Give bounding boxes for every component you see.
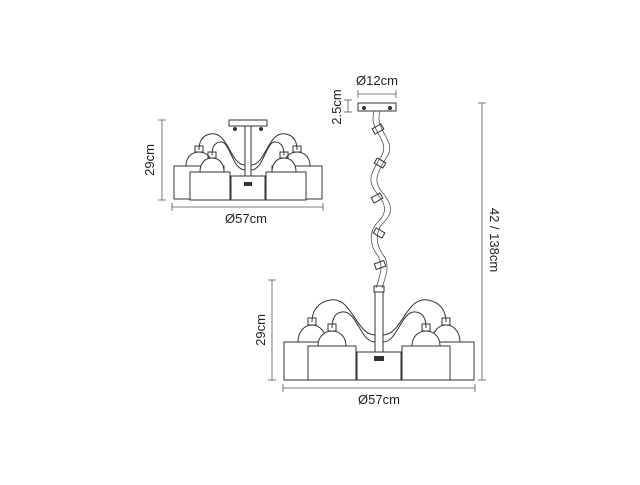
pendant-body-height-dimension: 29cm	[253, 279, 276, 381]
semi-flush-diameter-label: Ø57cm	[225, 211, 267, 226]
pendant-total-height-dimension: 42 / 138cm	[478, 102, 502, 381]
semi-flush-arm	[250, 133, 298, 166]
semi-flush-fitting	[173, 119, 323, 201]
pendant-plate-diameter-dimension: Ø12cm	[356, 73, 398, 98]
semi-flush-diameter-dimension: Ø57cm	[171, 203, 324, 226]
pendant-plate-height-label: 2.5cm	[329, 89, 344, 124]
semi-flush-shade	[230, 175, 266, 201]
semi-flush-arm	[250, 141, 285, 171]
pendant-body-height-label: 29cm	[253, 314, 268, 346]
pendant-arm	[382, 299, 447, 336]
pendant-chain	[370, 110, 391, 289]
pendant-total-height-label: 42 / 138cm	[487, 208, 502, 272]
pendant-arm	[382, 311, 427, 343]
pendant-plate-diameter-label: Ø12cm	[356, 73, 398, 88]
semi-flush-height-dimension: 29cm	[142, 119, 166, 201]
semi-flush-ceiling-plate	[228, 119, 268, 127]
semi-flush-height-label: 29cm	[142, 144, 157, 176]
semi-flush-arm	[211, 141, 246, 171]
pendant-diameter-label: Ø57cm	[358, 392, 400, 407]
pendant-ceiling-plate	[357, 102, 397, 112]
pendant-plate-height-dimension: 2.5cm	[329, 89, 352, 125]
pendant-arm	[311, 299, 376, 336]
pendant-fitting	[283, 102, 475, 381]
pendant-arm	[331, 311, 376, 343]
pendant-shade	[401, 323, 451, 381]
pendant-diameter-dimension: Ø57cm	[282, 384, 476, 407]
semi-flush-arm	[198, 133, 246, 166]
semi-flush-shade	[189, 151, 231, 201]
pendant-shade	[356, 351, 402, 381]
semi-flush-shade	[265, 151, 307, 201]
pendant-shade	[307, 323, 357, 381]
